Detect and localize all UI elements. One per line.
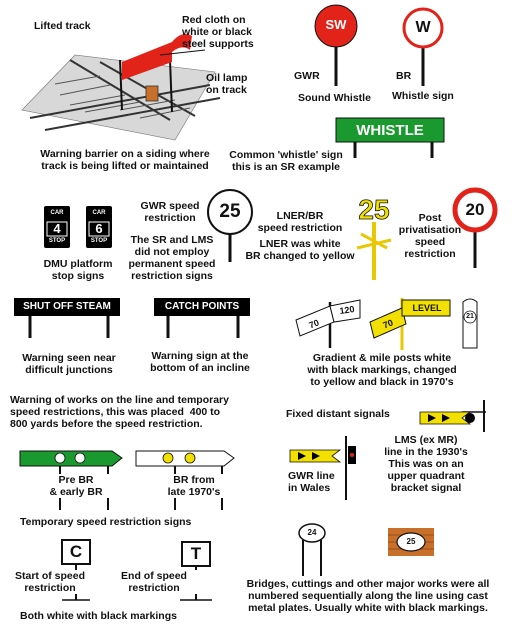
gradient-post-white: [295, 299, 361, 348]
shut-off-steam-text: SHUT OFF STEAM: [23, 301, 111, 312]
dmu-caption: DMU platform stop signs: [43, 258, 113, 282]
lms-mr-caption: LMS (ex MR) line in the 1930's This was …: [384, 434, 468, 494]
br-w-sign: [402, 7, 444, 86]
start-speed-caption: Start of speed restriction: [0, 570, 100, 594]
catch-points-caption: Warning sign at the bottom of an incline: [150, 350, 250, 374]
level-text: LEVEL: [412, 303, 442, 313]
red-cloth-caption: Red cloth on white or black steel suppor…: [182, 14, 254, 50]
gwr-25-sign: [207, 189, 253, 262]
gwr-wales-caption: GWR line in Wales: [288, 470, 335, 494]
br-w-caption: BR: [396, 70, 412, 82]
fixed-distant-caption: Fixed distant signals: [286, 408, 390, 420]
gwr-sw-sign: [314, 4, 358, 86]
shut-off-steam-board: [14, 298, 120, 338]
bridges-caption: Bridges, cuttings and other major works …: [246, 578, 490, 614]
gradient-post-yellow: [369, 298, 451, 350]
bridge-plate-24: [298, 523, 326, 576]
br-1970-arrow-board: [135, 450, 235, 510]
shut-off-caption: Warning seen near difficult junctions: [22, 352, 116, 376]
mile-post-21: [462, 298, 478, 349]
mile-21-text: 21: [466, 313, 474, 320]
c-board-text: C: [69, 542, 83, 561]
car4-top: CAR: [50, 210, 64, 216]
gradient-caption: Gradient & mile posts white with black m…: [307, 352, 457, 388]
car6-number: 6: [95, 221, 103, 236]
common-whistle-caption: Common 'whistle' sign this is an SR exam…: [229, 149, 343, 173]
lner-25-sign: [356, 222, 392, 280]
post-priv-20-text: 20: [465, 200, 485, 219]
post-priv-caption: Post privatisation speed restriction: [398, 212, 462, 260]
lner-white-caption: LNER was white BR changed to yellow: [245, 238, 355, 262]
whistle-sign-caption: Whistle sign: [392, 90, 454, 102]
plate-24-text: 24: [307, 528, 317, 537]
oil-lamp-caption: Oil lamp on track: [206, 72, 248, 96]
lner-br-caption: LNER/BR speed restriction: [257, 210, 343, 234]
lner-25-text: 25: [358, 194, 390, 225]
pre-br-arrow-board: [19, 450, 123, 510]
dmu-stop-signs: [44, 206, 112, 248]
whistle-sign-text: WHISTLE: [356, 122, 424, 139]
car6-top: CAR: [92, 210, 106, 216]
both-white-caption: Both white with black markings: [20, 610, 177, 622]
lifted-track-caption: Lifted track: [34, 20, 91, 32]
lifted-track-sketch: [21, 34, 221, 141]
gwr-wales-distant-signal: [289, 436, 356, 500]
whistle-board: [335, 117, 445, 158]
gwr-speed-caption: GWR speed restriction: [140, 200, 200, 224]
end-speed-caption: End of speed restriction: [104, 570, 204, 594]
gwr-sw-caption: GWR: [294, 70, 320, 82]
car4-number: 4: [53, 221, 61, 236]
plate-25-text: 25: [406, 537, 416, 546]
catch-points-board: [154, 298, 250, 338]
post-priv-20-sign: [452, 187, 498, 268]
sound-whistle-caption: Sound Whistle: [298, 92, 371, 104]
sw-sign-text: SW: [325, 17, 347, 32]
car6-bottom: STOP: [90, 238, 108, 244]
car4-bottom: STOP: [48, 238, 66, 244]
t-board-text: T: [190, 544, 202, 563]
sr-lms-caption: The SR and LMS did not employ permanent …: [128, 234, 216, 282]
bridge-plate-25: [388, 528, 434, 556]
w-sign-text: W: [415, 19, 431, 36]
temp-speed-caption: Temporary speed restriction signs: [20, 516, 192, 528]
lms-distant-signal: [419, 400, 486, 432]
pre-br-caption: Pre BR & early BR: [36, 474, 116, 498]
br-1970-caption: BR from late 1970's: [154, 474, 234, 498]
warning-barrier-caption: Warning barrier on a siding where track …: [40, 148, 210, 172]
catch-points-text: CATCH POINTS: [164, 301, 240, 312]
gwr-25-text: 25: [219, 201, 241, 222]
works-warning-caption: Warning of works on the line and tempora…: [10, 394, 229, 430]
